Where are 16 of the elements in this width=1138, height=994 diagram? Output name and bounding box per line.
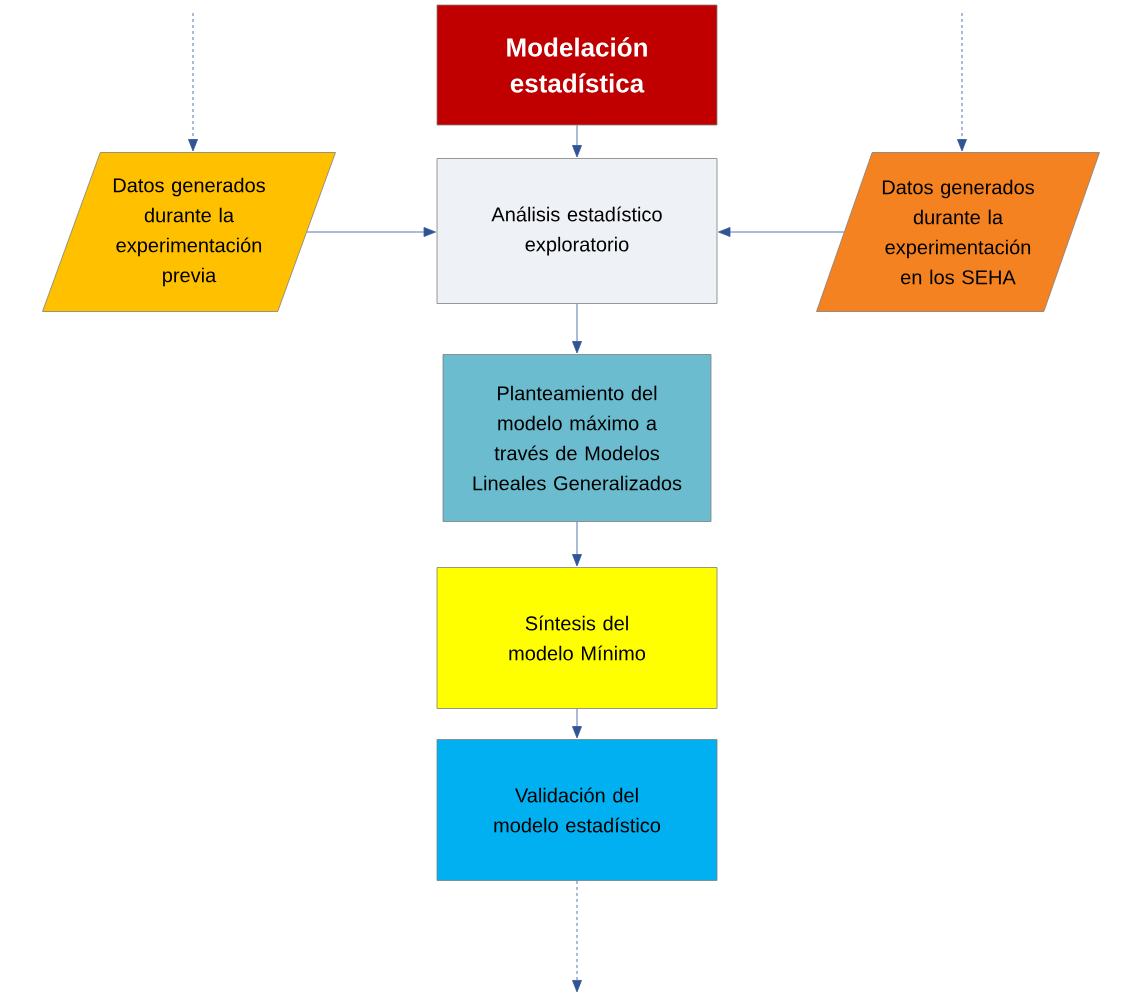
process-box: Validación del modelo estadístico [436, 739, 718, 881]
arrow [957, 12, 967, 152]
arrow [572, 708, 582, 739]
title-box: Modelación estadística [436, 4, 718, 126]
arrow [572, 880, 582, 993]
process-box: Planteamiento del modelo máximo a través de Modelos Lineales Generalizados [442, 354, 712, 522]
arrow [306, 227, 436, 237]
arrow [718, 227, 845, 237]
arrow [572, 521, 582, 567]
process-box: Análisis estadístico exploratorio [436, 158, 718, 304]
process-box: Síntesis del modelo Mínimo [436, 567, 718, 709]
arrow [572, 303, 582, 354]
data-parallelogram: Datos generados durante la experimentación en los SEHA [816, 152, 1100, 312]
arrow [188, 12, 198, 152]
arrow [572, 125, 582, 158]
data-parallelogram: Datos generados durante la experimentación previa [42, 152, 336, 312]
